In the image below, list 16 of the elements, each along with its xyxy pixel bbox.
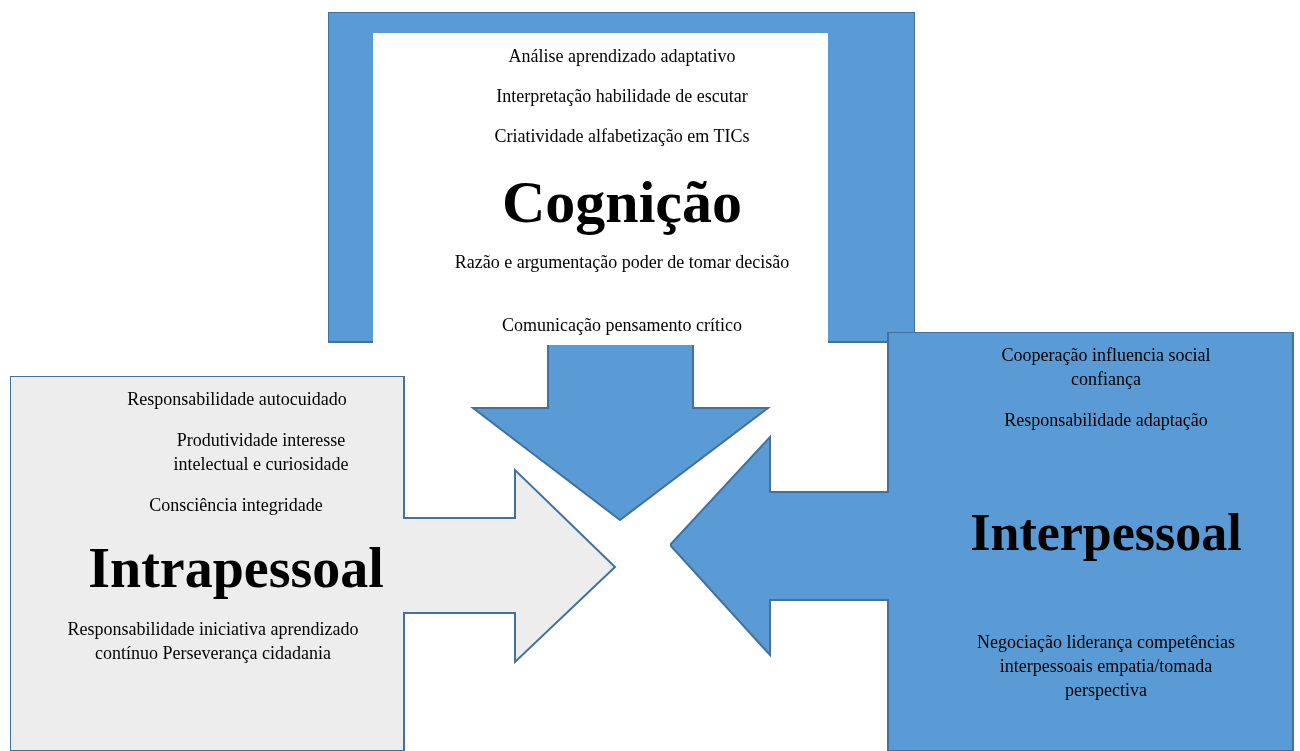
skill-list: Cooperação influencia social confiança — [966, 343, 1246, 391]
skill-list: Consciência integridade — [86, 493, 386, 517]
skill-list: Produtividade interesse intelectual e curiosidade — [146, 428, 376, 476]
skill-list: Interpretação habilidade de escutar — [432, 84, 812, 108]
category-heading: Cognição — [501, 168, 743, 237]
skill-list: Responsabilidade iniciativa aprendizado contínuo Perseverança cidadania — [48, 617, 378, 665]
skill-list: Responsabilidade adaptação — [956, 408, 1256, 432]
skill-list: Análise aprendizado adaptativo — [432, 44, 812, 68]
skill-list: Responsabilidade autocuidado — [72, 387, 402, 411]
block-arrow-shape — [10, 376, 617, 751]
category-heading: Interpessoal — [969, 503, 1243, 563]
skill-list: Negociação liderança competências interpessoais empatia/tomada perspectiva — [976, 630, 1236, 702]
skill-list: Criatividade alfabetização em TICs — [432, 124, 812, 148]
skill-list: Comunicação pensamento crítico — [432, 313, 812, 337]
skill-list: Razão e argumentação poder de tomar decisão — [442, 250, 802, 274]
category-heading: Intrapessoal — [87, 536, 385, 601]
